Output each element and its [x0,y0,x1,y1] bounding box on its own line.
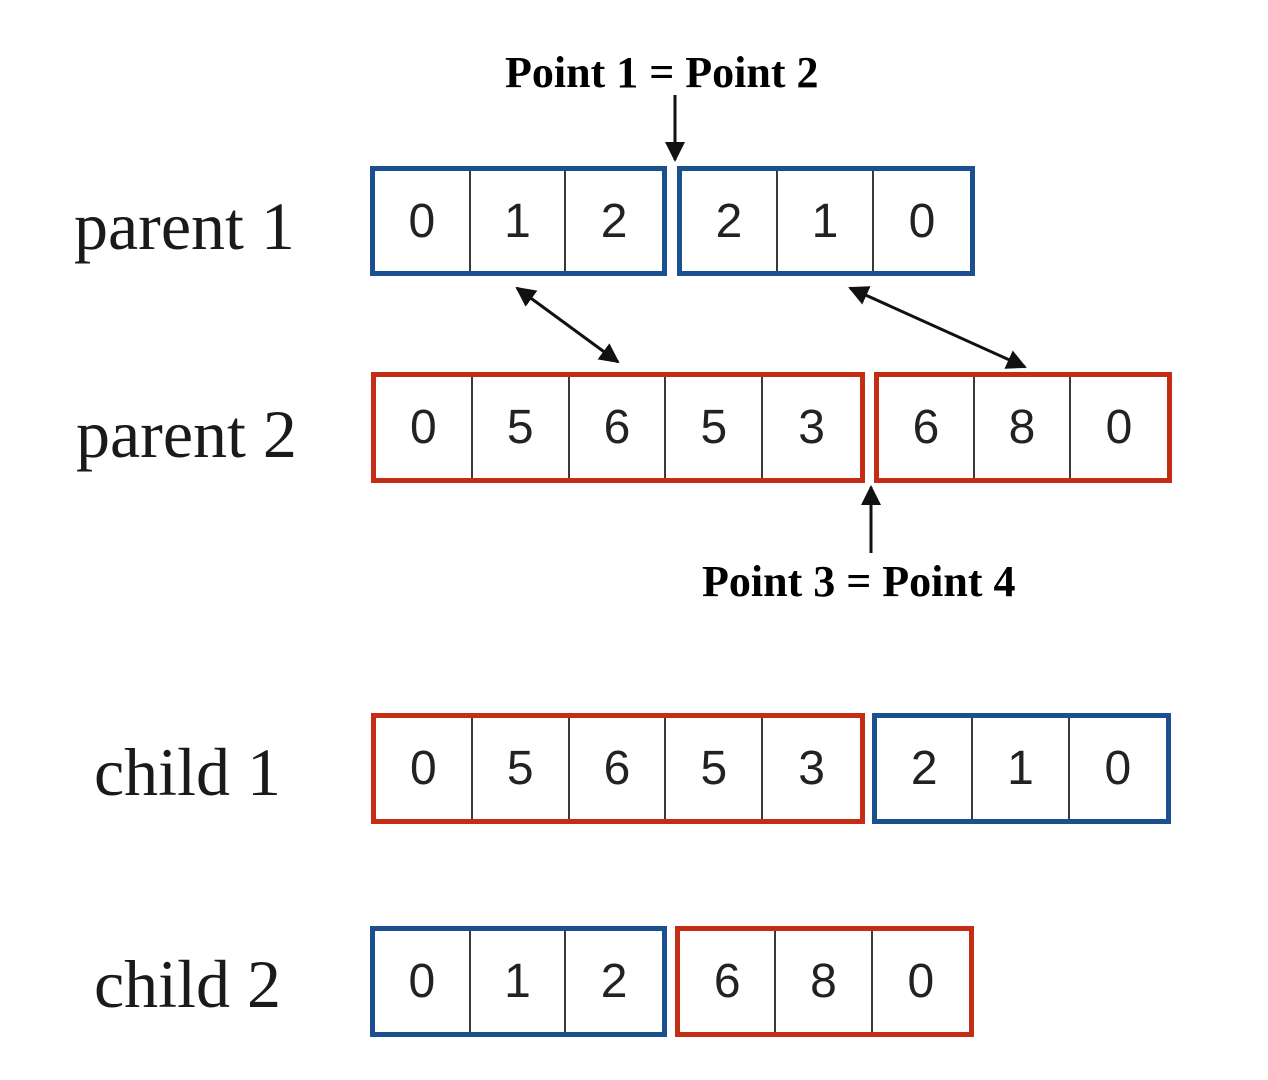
parent1-segment-2-gene-3: 0 [908,194,936,248]
swap-arrow-right [848,286,1027,369]
parent2-label: parent 2 [76,396,297,472]
parent2-segment-2-gene-3: 0 [1105,401,1133,454]
parent2-segment-2-gene-2: 8 [975,377,1071,478]
child1-segment-1-gene-5: 3 [798,742,825,795]
parent1-segment-1-gene-3: 2 [600,194,628,248]
point-3-4-label: Point 3 = Point 4 [702,557,1016,606]
child1-label: child 1 [94,734,281,810]
point-1-2-label: Point 1 = Point 2 [505,48,819,97]
parent2-segment-1-gene-4: 5 [666,377,764,478]
child1-segment-2-gene-1: 2 [877,718,974,819]
child2-segment-1-gene-2: 1 [471,931,567,1032]
child2-segment-2-gene-3: 0 [907,955,935,1008]
parent1-segment-2-gene-2: 1 [778,171,874,271]
parent2-segment-1-gene-1: 0 [376,377,473,478]
parent1-label: parent 1 [74,188,295,264]
child2-segment-1-gene-1: 0 [375,931,471,1032]
parent1-segment-1-gene-1: 0 [375,171,471,271]
child1-segment-1-gene-3: 6 [570,718,667,819]
parent1-segment-1-gene-2: 1 [471,171,567,271]
parent2-segment-2-gene-1: 6 [879,377,975,478]
child1-segment-1-gene-4: 5 [666,718,764,819]
parent2-segment-1-gene-3: 6 [570,377,667,478]
child1-segment-2-gene-2: 1 [973,718,1070,819]
swap-arrow-left [515,286,620,364]
child2-label: child 2 [94,946,281,1022]
child1-segment-1-gene-1: 0 [376,718,473,819]
child1-segment-2-gene-3: 0 [1104,742,1132,795]
child2-segment-2-gene-2: 8 [776,931,873,1032]
child1-segment-1-gene-2: 5 [473,718,570,819]
parent1-segment-2-gene-1: 2 [682,171,778,271]
parent2-segment-1-gene-2: 5 [473,377,570,478]
child2-segment-1-gene-3: 2 [600,955,628,1008]
parent2-segment-1-gene-5: 3 [798,401,825,454]
child2-segment-2-gene-1: 6 [680,931,777,1032]
